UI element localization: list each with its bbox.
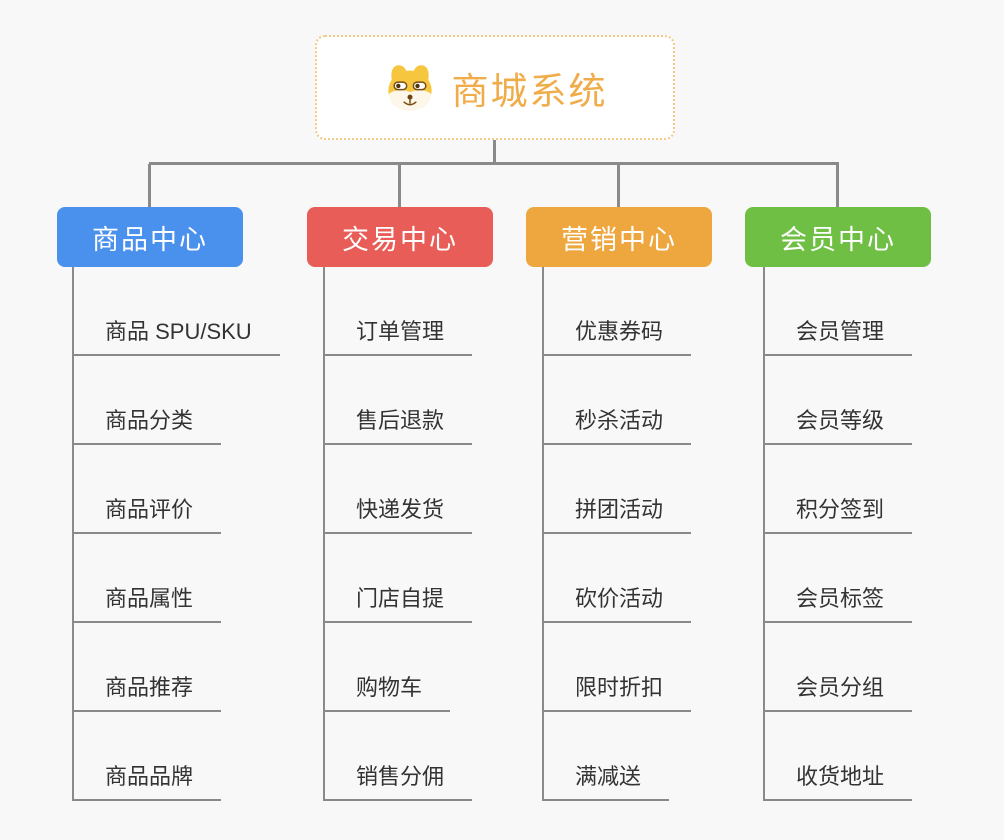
leaf-node[interactable]: 拼团活动: [542, 488, 692, 534]
column-spine-line: [72, 267, 74, 801]
leaf-node[interactable]: 秒杀活动: [542, 399, 692, 445]
branch-label: 会员中心: [780, 224, 896, 255]
leaf-node[interactable]: 商品评价: [72, 488, 222, 534]
shiba-dog-icon: [387, 64, 432, 110]
branch-label: 商品中心: [92, 224, 208, 255]
leaf-node[interactable]: 限时折扣: [542, 666, 692, 712]
leaf-node[interactable]: 快递发货: [323, 488, 473, 534]
branch-node-product-center[interactable]: 商品中心: [57, 207, 243, 267]
leaf-node[interactable]: 售后退款: [323, 399, 473, 445]
branch-drop-line: [398, 164, 401, 207]
root-connector-line: [493, 139, 496, 163]
leaf-node[interactable]: 砍价活动: [542, 577, 692, 623]
leaf-node[interactable]: 收货地址: [763, 755, 913, 801]
leaf-node[interactable]: 商品推荐: [72, 666, 222, 712]
column-spine-line: [323, 267, 325, 801]
branch-node-member-center[interactable]: 会员中心: [745, 207, 931, 267]
leaf-node[interactable]: 销售分佣: [323, 755, 473, 801]
root-node-mall-system[interactable]: 商城系统: [315, 35, 675, 140]
leaf-node[interactable]: 优惠券码: [542, 310, 692, 356]
leaf-node[interactable]: 订单管理: [323, 310, 473, 356]
leaf-node[interactable]: 商品 SPU/SKU: [72, 310, 280, 356]
root-node-title: 商城系统: [451, 70, 608, 112]
leaf-node[interactable]: 积分签到: [763, 488, 913, 534]
branch-label: 交易中心: [342, 224, 458, 255]
leaf-node[interactable]: 满减送: [542, 755, 670, 801]
leaf-node[interactable]: 会员管理: [763, 310, 913, 356]
column-spine-line: [542, 267, 544, 801]
branch-bus-line: [149, 162, 839, 165]
branch-node-trade-center[interactable]: 交易中心: [307, 207, 493, 267]
branch-drop-line: [148, 164, 151, 207]
leaf-node[interactable]: 购物车: [323, 666, 451, 712]
leaf-node[interactable]: 商品品牌: [72, 755, 222, 801]
column-spine-line: [763, 267, 765, 801]
leaf-node[interactable]: 商品分类: [72, 399, 222, 445]
branch-node-marketing-center[interactable]: 营销中心: [526, 207, 712, 267]
leaf-node[interactable]: 会员分组: [763, 666, 913, 712]
branch-drop-line: [836, 164, 839, 207]
leaf-node[interactable]: 会员标签: [763, 577, 913, 623]
leaf-node[interactable]: 会员等级: [763, 399, 913, 445]
leaf-node[interactable]: 商品属性: [72, 577, 222, 623]
branch-drop-line: [617, 164, 620, 207]
leaf-node[interactable]: 门店自提: [323, 577, 473, 623]
branch-label: 营销中心: [561, 224, 677, 255]
